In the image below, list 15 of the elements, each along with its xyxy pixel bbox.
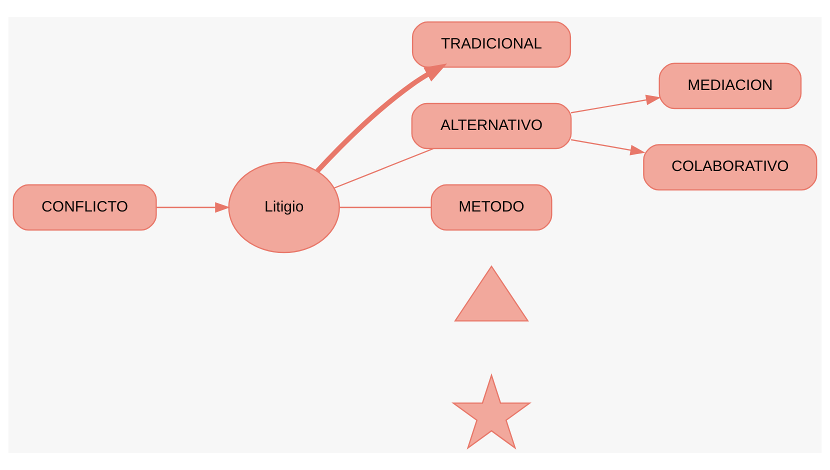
node-ellipse: Litigio xyxy=(228,162,340,254)
node-box: ALTERNATIVO xyxy=(411,102,572,150)
node-box: CONFLICTO xyxy=(12,184,157,231)
node-triangle xyxy=(454,265,529,322)
arrow xyxy=(570,139,646,156)
arrow xyxy=(570,94,662,114)
node-box: METODO xyxy=(430,184,552,231)
connector xyxy=(334,148,434,189)
node-box: COLABORATIVO xyxy=(643,144,818,191)
node-box: TRADICIONAL xyxy=(412,21,572,68)
connector xyxy=(340,206,432,208)
arrow xyxy=(315,64,448,173)
node-star xyxy=(451,373,532,450)
arrow xyxy=(156,202,230,213)
node-box: MEDIACION xyxy=(658,62,802,110)
